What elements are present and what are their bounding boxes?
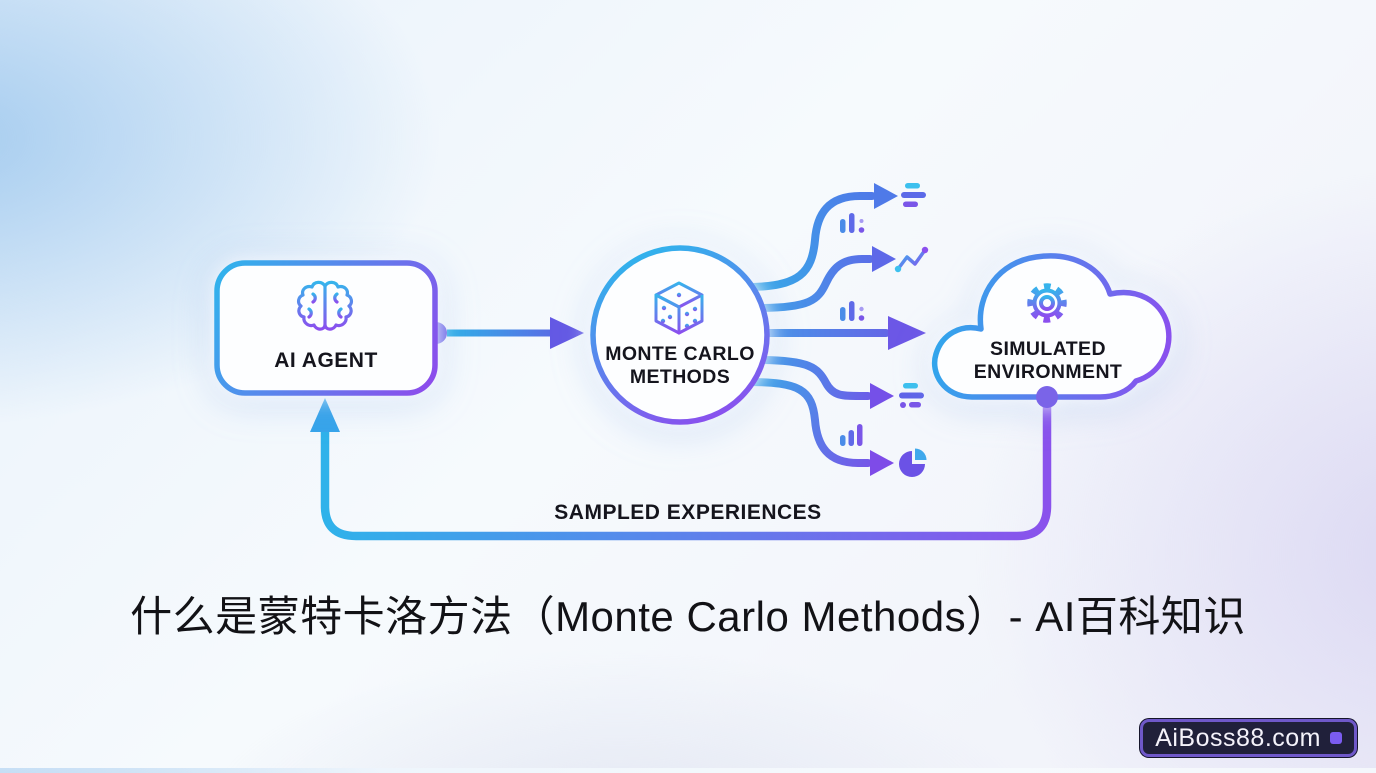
mini-bar-chart-icon [840, 213, 865, 233]
agent-to-methods-arrow [425, 317, 584, 349]
ai-agent-node: AI AGENT [214, 260, 438, 396]
watermark-square-icon [1330, 732, 1342, 744]
monte-carlo-node: MONTE CARLO METHODS [590, 245, 770, 425]
trend-line-chart-icon [894, 246, 929, 273]
environment-label-line1: SIMULATED [990, 338, 1106, 360]
sampled-experiences-label: SAMPLED EXPERIENCES [554, 501, 821, 524]
horizontal-bar-chart-icon [899, 383, 924, 408]
monte-carlo-label-line2: METHODS [630, 366, 730, 388]
watermark-badge: AiBoss88.com [1140, 719, 1357, 757]
output-branches [744, 183, 926, 476]
pie-chart-icon [899, 448, 927, 477]
monte-carlo-label-line1: MONTE CARLO [605, 343, 755, 365]
feedback-loop [310, 395, 1052, 541]
horizontal-bar-chart-icon [901, 183, 926, 207]
gear-icon [1027, 283, 1067, 323]
arrowhead-icon [550, 317, 584, 349]
arrowhead-icon [888, 316, 926, 350]
connector-dot [1036, 386, 1058, 408]
mini-bar-chart-icon [840, 301, 865, 321]
simulated-environment-node: SIMULATED ENVIRONMENT [931, 253, 1172, 408]
arrowhead-icon [870, 383, 894, 409]
mini-bar-chart-icon [840, 424, 863, 446]
brain-icon [296, 280, 354, 331]
environment-label-line2: ENVIRONMENT [974, 361, 1123, 383]
ai-agent-label: AI AGENT [274, 349, 378, 372]
arrowhead-icon [870, 450, 894, 476]
arrowhead-icon [874, 183, 898, 209]
feedback-arrowhead-icon [310, 398, 340, 432]
watermark-text: AiBoss88.com [1155, 723, 1321, 752]
page-title: 什么是蒙特卡洛方法（Monte Carlo Methods）- AI百科知识 [130, 593, 1246, 640]
feedback-loop-line [320, 395, 1052, 541]
arrowhead-icon [872, 246, 896, 272]
dice-icon [654, 281, 704, 335]
